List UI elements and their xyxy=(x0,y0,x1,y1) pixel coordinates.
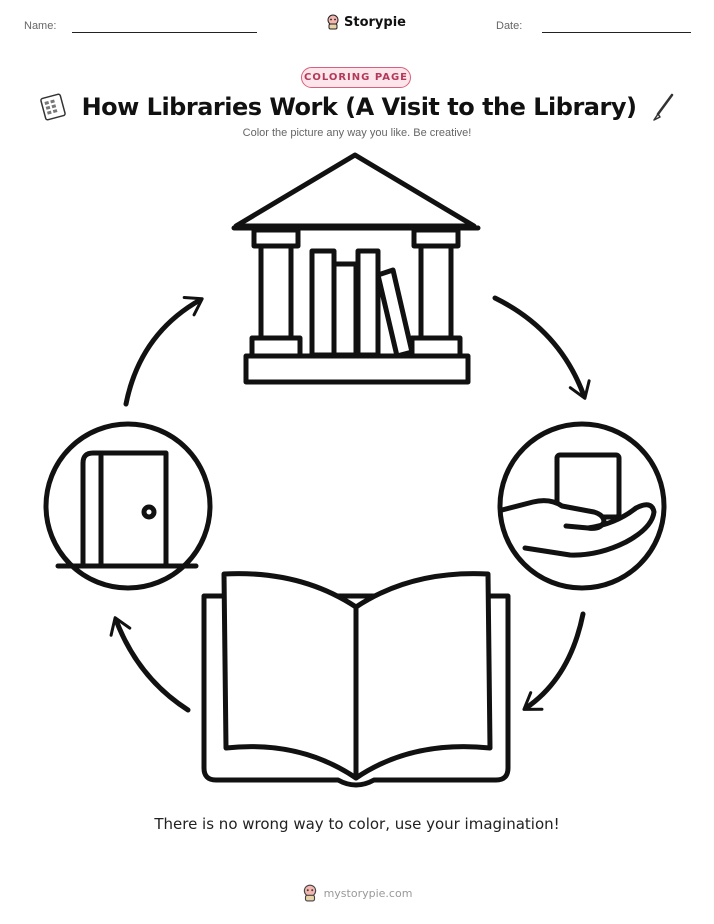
name-label: Name: xyxy=(24,20,57,32)
title-row: How Libraries Work (A Visit to the Libra… xyxy=(0,92,714,122)
page-title: How Libraries Work (A Visit to the Libra… xyxy=(81,93,637,121)
brand-logo: Storypie xyxy=(326,14,406,30)
brand-name: Storypie xyxy=(344,14,406,30)
library-cycle-illustration xyxy=(43,152,667,788)
storypie-mascot-icon xyxy=(303,884,316,902)
encouragement-caption: There is no wrong way to color, use your… xyxy=(154,815,560,833)
cycle-arrow-icon xyxy=(109,295,591,713)
door-icon xyxy=(43,421,213,591)
hand-holding-book-icon xyxy=(497,421,667,591)
open-book-icon xyxy=(201,571,511,788)
page-subtitle: Color the picture any way you like. Be c… xyxy=(242,127,472,139)
footer: mystorypie.com xyxy=(0,884,714,902)
coloring-sheet-icon xyxy=(39,93,66,121)
footer-url[interactable]: mystorypie.com xyxy=(323,886,413,900)
storypie-mascot-icon xyxy=(327,14,339,30)
name-line[interactable] xyxy=(72,32,257,33)
date-line[interactable] xyxy=(542,32,691,33)
date-label: Date: xyxy=(496,20,523,32)
paintbrush-icon xyxy=(653,93,674,121)
coloring-page-badge: COLORING PAGE xyxy=(301,67,411,88)
library-building-icon xyxy=(231,152,481,385)
